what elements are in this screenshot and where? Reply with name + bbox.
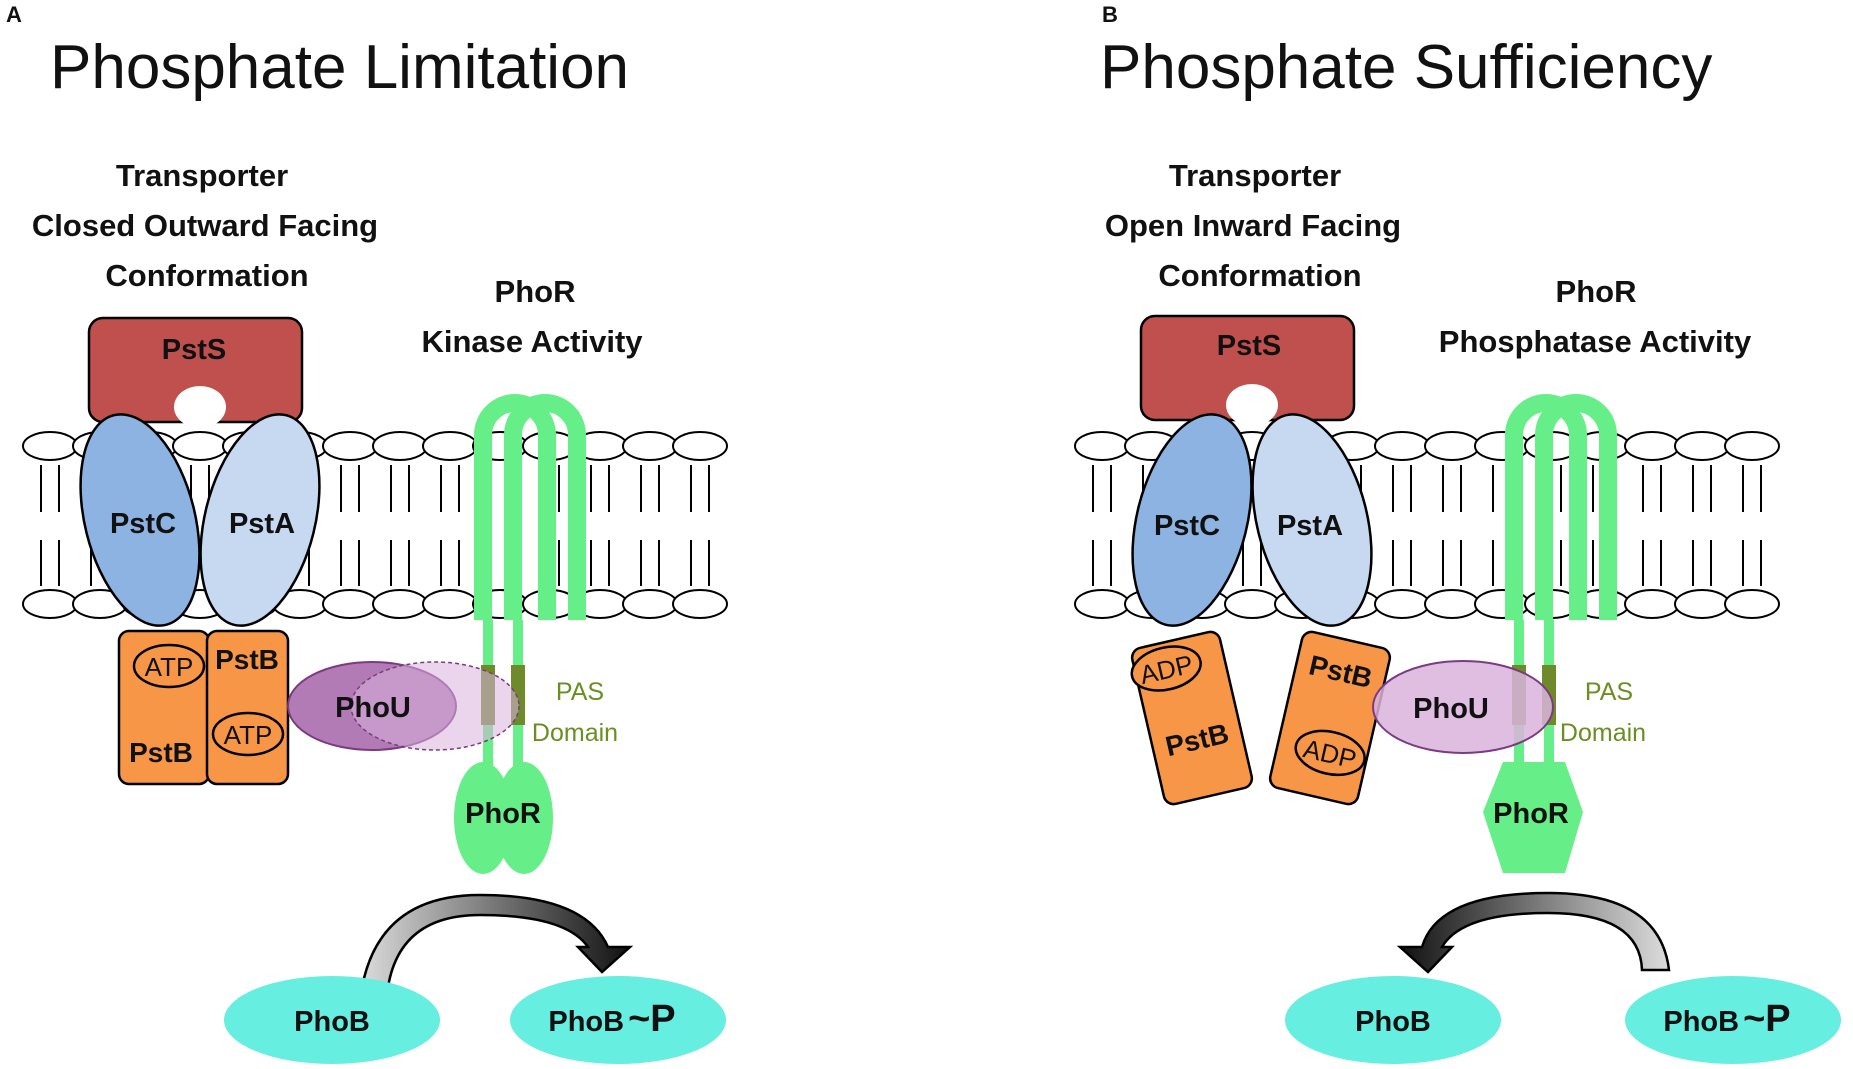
transporter-label-b-line-2: Open Inward Facing xyxy=(1105,208,1401,243)
panel-a: A Phosphate Limitation Transporter Close… xyxy=(6,2,728,1064)
adp-badge-2 xyxy=(1294,729,1366,777)
phor-kinase-lobe-2 xyxy=(495,762,553,874)
atp-badge-2 xyxy=(211,711,285,757)
pas-label-b-1: PAS xyxy=(1585,678,1633,706)
panel-b-letter: B xyxy=(1102,2,1118,27)
phor-label-b-line-1: PhoR xyxy=(1556,274,1637,309)
panel-a-letter: A xyxy=(6,2,22,27)
pstb-right-b: PstB ADP xyxy=(1268,630,1392,806)
lipid-head-inner xyxy=(1674,589,1730,619)
lipid-head-outer xyxy=(622,431,678,461)
transporter-label-b: Transporter Open Inward Facing Conformat… xyxy=(1105,158,1401,293)
dephosphorylation-arrow xyxy=(1396,891,1671,974)
pstc-protein-b xyxy=(1131,413,1253,627)
lipid-head-inner xyxy=(1424,589,1480,619)
phob-p-b-name: PhoB xyxy=(1663,1006,1739,1038)
psts-label-b: PstS xyxy=(1217,330,1281,362)
phob-p-a xyxy=(510,976,726,1064)
psta-protein xyxy=(199,413,321,627)
lipid-head-outer xyxy=(322,431,378,461)
lipid-head-inner xyxy=(1624,589,1680,619)
lipid-head-outer xyxy=(1724,431,1780,461)
phosphate-pocket-b xyxy=(1226,384,1278,426)
lipid-head-inner xyxy=(672,589,728,619)
phou-label-b: PhoU xyxy=(1413,693,1489,725)
phor-activity-label-a: PhoR Kinase Activity xyxy=(421,274,643,359)
phob-a-label: PhoB xyxy=(294,1006,370,1038)
phor-phosphatase-label: PhoR xyxy=(1493,798,1569,830)
phob-p-b-label: PhoB~P xyxy=(1663,998,1790,1040)
psta-label: PstA xyxy=(229,508,295,540)
phospho-mark-a: ~P xyxy=(628,998,676,1040)
transporter-label-b-line-1: Transporter xyxy=(1169,158,1341,193)
lipid-head-inner xyxy=(22,589,78,619)
pstb-right-label: PstB xyxy=(215,644,279,675)
panel-b-title: Phosphate Sufficiency xyxy=(1100,33,1712,102)
lipid-head-outer xyxy=(1674,431,1730,461)
phob-a xyxy=(224,976,440,1064)
phob-b-label: PhoB xyxy=(1355,1006,1431,1038)
psta-label-b: PstA xyxy=(1277,510,1343,542)
lipid-head-outer xyxy=(422,431,478,461)
panel-b: B Phosphate Sufficiency Transporter Open… xyxy=(1074,2,1841,1064)
phor-label-line-2: Kinase Activity xyxy=(421,324,643,359)
transporter-label-line-3: Conformation xyxy=(105,258,308,293)
pas-label-b-2: Domain xyxy=(1560,719,1646,747)
lipid-head-outer xyxy=(1374,431,1430,461)
lipid-head-outer xyxy=(1424,431,1480,461)
lipid-head-inner xyxy=(622,589,678,619)
phor-helices-b xyxy=(1505,394,1617,620)
phor-activity-label-b: PhoR Phosphatase Activity xyxy=(1439,274,1752,359)
lipid-head-outer xyxy=(672,431,728,461)
lipid-head-inner xyxy=(322,589,378,619)
transporter-label-b-line-3: Conformation xyxy=(1158,258,1361,293)
lipid-head-outer xyxy=(372,431,428,461)
phosphate-pocket xyxy=(174,386,226,428)
lipid-head-outer xyxy=(172,431,228,461)
phor-kinase-label: PhoR xyxy=(465,798,541,830)
lipid-head-outer xyxy=(22,431,78,461)
lipid-head-inner xyxy=(1074,589,1130,619)
phospho-mark-b: ~P xyxy=(1743,998,1791,1040)
lipid-head-inner xyxy=(422,589,478,619)
phou-shadow xyxy=(350,661,520,751)
phor-label-b-line-2: Phosphatase Activity xyxy=(1439,324,1752,359)
lipid-head-inner xyxy=(1224,589,1280,619)
phou-protein-b xyxy=(1372,660,1554,754)
pstc-protein xyxy=(79,413,201,627)
psta-protein-b xyxy=(1251,413,1373,627)
lipid-head-inner xyxy=(1374,589,1430,619)
atp-badge-1 xyxy=(132,643,206,689)
phou-label: PhoU xyxy=(335,692,411,724)
pas-label-a-1: PAS xyxy=(556,678,604,706)
adp-badge-1 xyxy=(1130,645,1202,692)
psts-label: PstS xyxy=(162,334,226,366)
phor-kinase-lobe-1 xyxy=(454,762,512,874)
phor-phosphatase-domain xyxy=(1483,762,1583,873)
phor-helices-a xyxy=(474,394,586,620)
phor-label-line-1: PhoR xyxy=(495,274,576,309)
pstc-label-b: PstC xyxy=(1154,510,1220,542)
lipid-head-inner xyxy=(372,589,428,619)
panel-a-title: Phosphate Limitation xyxy=(50,33,629,102)
phob-p-b xyxy=(1625,976,1841,1064)
atp-label-2: ATP xyxy=(224,720,273,750)
transporter-label-line-1: Transporter xyxy=(116,158,288,193)
phob-p-a-name: PhoB xyxy=(548,1006,624,1038)
lipid-head-inner xyxy=(1724,589,1780,619)
pstb-left-b: ADP PstB xyxy=(1130,630,1254,806)
transporter-label-line-2: Closed Outward Facing xyxy=(32,208,378,243)
pas-label-a-2: Domain xyxy=(532,719,618,747)
phob-b xyxy=(1285,976,1501,1064)
transporter-label-a: Transporter Closed Outward Facing Confor… xyxy=(32,158,378,293)
phosphorylation-arrow xyxy=(357,893,634,1012)
lipid-head-outer xyxy=(1074,431,1130,461)
phob-p-a-label: PhoB~P xyxy=(548,998,675,1040)
lipid-head-outer xyxy=(1624,431,1680,461)
atp-label-1: ATP xyxy=(145,652,194,682)
pstc-label: PstC xyxy=(110,508,176,540)
pstb-left-label: PstB xyxy=(129,737,193,768)
